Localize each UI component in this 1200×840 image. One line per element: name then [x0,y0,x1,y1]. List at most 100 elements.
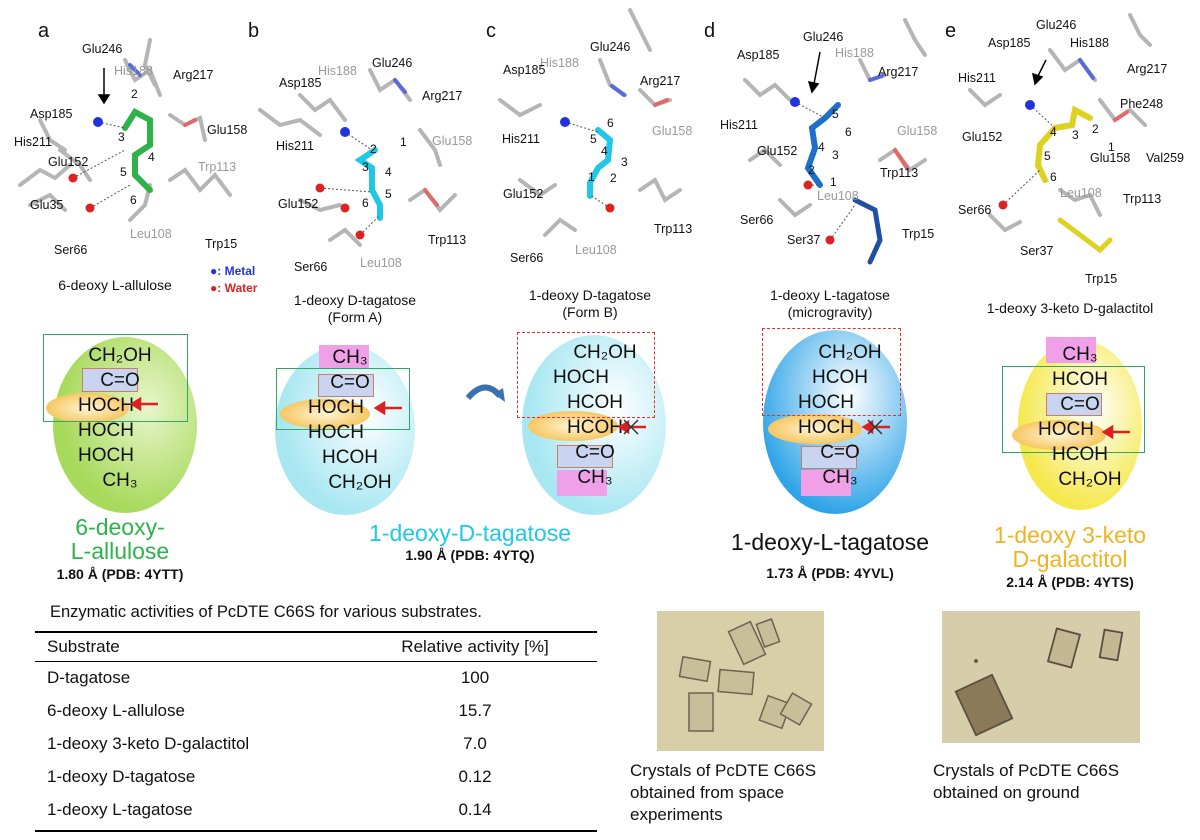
residue-label: His211 [14,135,52,149]
fischer-row: CH₃ [332,347,368,368]
annotation-arrows [129,384,1130,440]
cell-activity: 15.7 [458,701,492,720]
residue-label: Glu158 [897,124,938,138]
atom-label: 3 [118,130,125,144]
carbonyl-box-c [557,445,613,468]
residue-label: Trp15 [205,237,238,251]
fischer-row: HOCH [553,367,609,388]
residue-label: His211 [720,118,758,132]
residue-label: Glu152 [757,144,798,158]
resolution-d: 1.73 Å (PDB: 4YVL) [766,565,894,581]
residue-label: Glu246 [803,30,844,44]
carbonyl-box-d [801,446,857,469]
residue-label: Leu108 [130,227,172,241]
methyl-box-b [319,345,369,369]
atom-label: 6 [607,116,614,130]
residue-label: Arg217 [640,74,681,88]
fischer-row: CH₂OH [573,342,637,363]
caption-space: Crystals of PcDTE C66S obtained from spa… [630,760,816,826]
table-row: 1-deoxy 3-keto D-galactitol 7.0 [35,728,597,761]
molecule-name-line: 1-deoxy L-tagatose [770,287,890,303]
compound-title-b: 1-deoxy-D-tagatose [369,520,571,546]
residue-label: Trp113 [654,222,693,236]
residue-label: His211 [502,132,540,146]
fischer-row: C=O [100,370,140,391]
residue-label: Glu158 [1090,151,1131,165]
active-site-structures [18,8,1152,265]
residue-label: Asp185 [737,48,780,62]
fischer-row: HOCH [78,420,134,441]
residue-label: Ser66 [510,251,544,265]
residue-label: Ser66 [54,243,88,257]
fischer-row: HOCH [78,445,134,466]
atom-label: 1 [400,135,407,149]
caption-line: Crystals of PcDTE C66S [630,761,817,780]
residue-label: Glu158 [652,124,693,138]
atom-label: 3 [621,155,628,169]
panel-letter-e: e [945,20,957,42]
methyl-box-e [1046,337,1096,363]
fischer-row: HOCH [798,392,854,413]
atom-label: 1 [1108,140,1115,154]
molecule-name-e: 1-deoxy 3-keto D-galactitol [986,300,1154,316]
hl-pill-e [1012,420,1106,450]
residue-label: Arg217 [878,65,919,79]
residue-label: Asp185 [30,107,73,121]
cell-activity: 100 [460,668,490,687]
resolution-e: 2.14 Å (PDB: 4YTS) [1006,574,1134,590]
residue-label: Glu152 [278,197,319,211]
residue-label: Trp113 [1123,192,1162,206]
caption-line: obtained from space [630,783,785,802]
cell-substrate: 1-deoxy D-tagatose [47,767,196,786]
residue-label: Ser37 [1020,244,1054,258]
compound-title-line: 1-deoxy 3-keto [993,522,1147,548]
methyl-box-c [557,470,607,496]
residue-label: Trp15 [1085,272,1118,286]
residue-label: Leu108 [1060,186,1102,200]
atom-label: 3 [1072,128,1079,142]
residue-label: Glu246 [82,42,123,56]
col-activity: Relative activity [%] [401,637,549,656]
compound-title-a: 6-deoxy- L-allulose [20,515,220,563]
residue-label: Phe248 [1120,97,1164,111]
cell-activity: 0.14 [458,800,492,819]
panel-letter-c: c [486,20,496,42]
residue-label: Ser66 [740,213,774,227]
legend-water: ●: Water [210,281,258,295]
metal-dots [93,97,1035,137]
table-header-row: Substrate Relative activity [%] [35,633,597,662]
cell-substrate: 1-deoxy 3-keto D-galactitol [47,734,250,753]
fischer-row: HCOH [1052,369,1108,390]
table-row: D-tagatose 100 [35,662,597,695]
molecule-name-a: 6-deoxy L-allulose [58,277,172,293]
fischer-row: HOCH [1038,419,1094,440]
residue-label: Glu152 [48,155,89,169]
activity-table: Substrate Relative activity [%] D-tagato… [35,631,597,832]
panel-letter-a: a [38,20,50,42]
atom-label: 4 [148,150,155,164]
water-dots [68,173,1008,245]
caption-line: experiments [630,805,723,824]
hl-pill-d [768,414,862,444]
atom-label: 6 [362,196,369,210]
resolution-a: 1.80 Å (PDB: 4YTT) [56,566,184,582]
atom-label: 2 [808,163,815,177]
fischer-row: C=O [575,442,615,463]
atom-label: 1 [588,170,595,184]
table-row: 1-deoxy L-tagatose 0.14 [35,794,597,830]
fischer-row: C=O [1060,394,1100,415]
fischer-d: CH₂OH HCOH HOCH HOCH C=O CH₃ [790,340,890,490]
residue-label: Leu108 [360,256,402,270]
atom-label: 3 [362,160,369,174]
molecule-name-d: 1-deoxy L-tagatose (microgravity) [755,287,905,321]
residue-label: Trp113 [198,160,237,174]
atom-label: 5 [120,165,127,179]
atom-label: 2 [1092,122,1099,136]
carbonyl-box-e [1046,393,1102,416]
fischer-row: CH₃ [577,467,613,488]
atom-label: 4 [818,140,825,154]
carbonyl-box-b [318,374,374,397]
fischer-row: CH₂OH [818,342,882,363]
fischer-row: HOCH [78,395,134,416]
residue-label: Ser66 [958,203,992,217]
